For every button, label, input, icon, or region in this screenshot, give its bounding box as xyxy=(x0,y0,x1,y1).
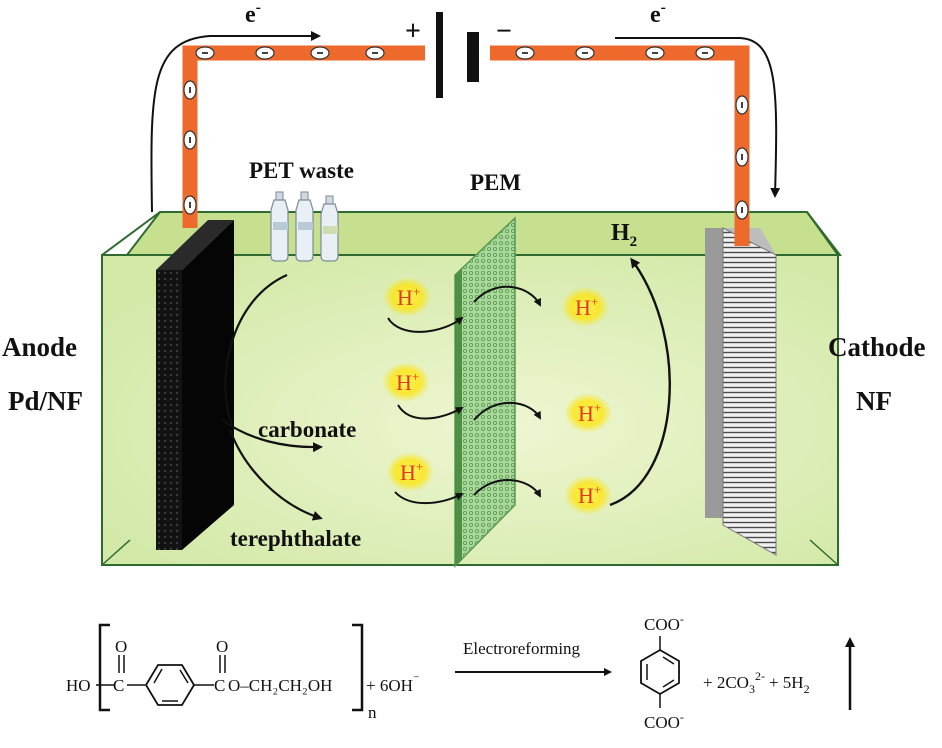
anode-label: Anode xyxy=(2,332,77,362)
external-circuit xyxy=(182,45,750,246)
reaction-equation: n HO C O C O O–CH₂CH₂OH + 6OH⁻ Electrore… xyxy=(66,612,855,732)
to-carbonate-arrow xyxy=(221,419,323,453)
electron-flow-arrow-left xyxy=(150,31,321,213)
benzene-ring-polymer xyxy=(144,664,196,706)
anode-material-label: Pd/NF xyxy=(8,386,83,416)
electron-bead xyxy=(735,200,749,220)
benzene-ring-product xyxy=(640,648,680,696)
pem-label: PEM xyxy=(470,170,521,195)
carbonyl-c-right: C xyxy=(214,676,225,695)
battery-plus-sign: + xyxy=(405,16,421,47)
proton-ion: H+ xyxy=(561,287,609,327)
pet-bottles-icon xyxy=(270,191,339,262)
svg-text:H+: H+ xyxy=(400,459,423,485)
battery: + − xyxy=(405,12,512,98)
electron-bead xyxy=(735,147,749,167)
proton-transfer-arrow xyxy=(473,401,541,421)
electron-bead xyxy=(195,46,215,60)
electron-label-left: e- xyxy=(245,0,261,28)
proton-ion: H+ xyxy=(564,475,612,515)
battery-minus-sign: − xyxy=(496,16,512,47)
svg-text:H+: H+ xyxy=(578,400,601,426)
proton-transfer-arrow xyxy=(394,491,464,505)
svg-text:H+: H+ xyxy=(397,284,420,310)
electron-bead xyxy=(183,130,197,150)
polymer-subscript-n: n xyxy=(368,703,377,722)
proton-transfer-arrow xyxy=(387,316,464,333)
hydroxide-term: + 6OH⁻ xyxy=(366,671,420,695)
wire-left xyxy=(182,45,425,228)
oxidation-pathway-arrows xyxy=(221,257,671,521)
wire-right xyxy=(490,45,750,246)
electron-bead xyxy=(183,195,197,215)
electron-bead xyxy=(645,46,665,60)
carbonate-label: carbonate xyxy=(258,417,356,442)
proton-group: H+ H+ H+ H+ H+ H+ xyxy=(382,277,612,515)
cathode-electrode xyxy=(705,227,777,556)
ho-end-group: HO xyxy=(66,676,91,695)
svg-text:H+: H+ xyxy=(575,294,598,320)
electron-flow-arrow-right xyxy=(615,37,781,198)
coo-bottom: COO- xyxy=(644,710,684,732)
electron-bead xyxy=(735,95,749,115)
electron-bead xyxy=(575,46,595,60)
pet-to-anode-arrow xyxy=(224,273,288,426)
anode-electrode xyxy=(156,220,234,550)
carbonate-hydrogen-products: + 2CO32-+ 5H2 xyxy=(703,669,810,696)
electron-label-right: e- xyxy=(650,0,666,28)
proton-ion: H+ xyxy=(382,362,430,402)
electron-bead xyxy=(183,80,197,100)
proton-transfer-arrow xyxy=(397,404,464,420)
electron-bead xyxy=(695,46,715,60)
carbonyl-o-left: O xyxy=(115,637,127,656)
electron-bead xyxy=(515,46,535,60)
carbonyl-c-left: C xyxy=(113,676,124,695)
proton-transfer-arrow xyxy=(473,479,541,498)
polymer-bracket-left xyxy=(98,623,110,712)
electron-beads xyxy=(183,46,749,220)
electroreforming-label: Electroreforming xyxy=(463,639,581,658)
cathode-label: Cathode xyxy=(828,332,926,362)
battery-negative-plate xyxy=(467,32,479,82)
coo-top: COO- xyxy=(644,612,684,634)
hydrogen-label: H2 xyxy=(611,220,637,250)
proton-ion: H+ xyxy=(386,452,434,492)
proton-ion: H+ xyxy=(564,393,612,433)
hydrogen-evolution-arrow xyxy=(609,257,671,507)
proton-transfer-arrow xyxy=(473,285,541,307)
pet-waste-label: PET waste xyxy=(249,158,354,183)
ester-glycol-link: O–CH₂CH₂OH xyxy=(228,676,332,695)
to-terephthalate-arrow xyxy=(228,429,323,521)
electron-bead xyxy=(310,46,330,60)
svg-text:H+: H+ xyxy=(396,369,419,395)
cathode-material-label: NF xyxy=(856,386,892,416)
electron-bead xyxy=(255,46,275,60)
proton-exchange-membrane xyxy=(454,216,516,568)
carbonyl-o-right: O xyxy=(216,637,228,656)
proton-ion: H+ xyxy=(383,277,431,317)
electron-bead xyxy=(365,46,385,60)
battery-positive-plate xyxy=(436,12,443,98)
svg-text:H+: H+ xyxy=(578,482,601,508)
electron-flow-arrows: e- e- xyxy=(150,0,781,213)
polymer-bracket-right xyxy=(352,623,364,712)
terephthalate-label: terephthalate xyxy=(230,526,361,551)
